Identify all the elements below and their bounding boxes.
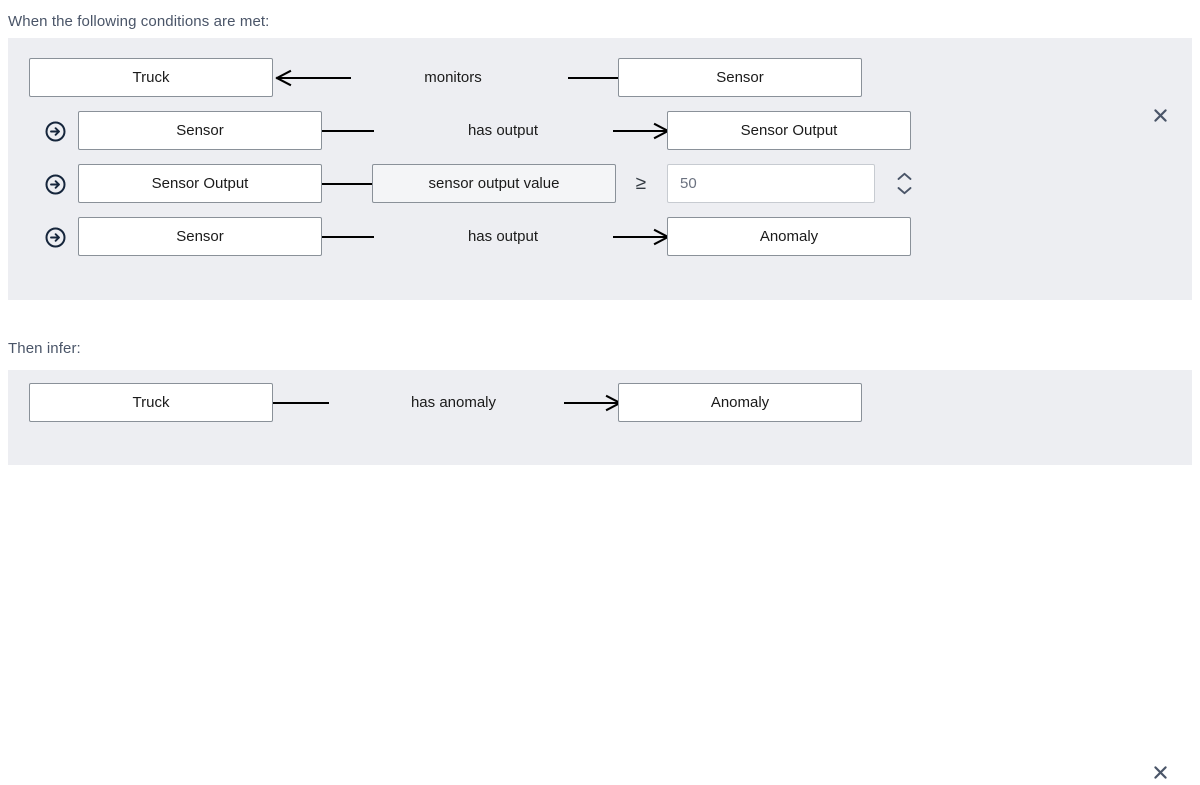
condition-row-3-value-input[interactable] bbox=[667, 164, 875, 203]
condition-row-4-relation-label: has output bbox=[467, 228, 539, 245]
condition-row-4-left-connector bbox=[322, 227, 376, 247]
rule-editor-page: When the following conditions are met: T… bbox=[8, 13, 1192, 779]
conditions-panel: Truck monitors Sensor Sensor bbox=[8, 38, 1192, 300]
condition-row-3-connector bbox=[322, 174, 376, 194]
condition-row-3-value-stepper[interactable] bbox=[893, 164, 915, 203]
condition-row-4-object-node[interactable]: Anomaly bbox=[667, 217, 911, 256]
conditions-section-label: When the following conditions are met: bbox=[8, 13, 270, 30]
condition-row-4-subject-node[interactable]: Sensor bbox=[78, 217, 322, 256]
condition-row-1-right-connector bbox=[568, 68, 620, 88]
inference-row-1-left-connector bbox=[273, 393, 331, 413]
close-icon[interactable] bbox=[1147, 102, 1173, 128]
inference-row-1-right-connector bbox=[564, 393, 622, 413]
condition-row-3-bullet-circle-arrow-right-icon bbox=[44, 173, 66, 195]
close-icon[interactable] bbox=[1147, 759, 1173, 785]
condition-row-3-operator[interactable]: ≥ bbox=[635, 172, 647, 194]
inference-section-label: Then infer: bbox=[8, 340, 81, 357]
chevron-up-icon bbox=[897, 172, 911, 180]
inference-panel: Truck has anomaly Anomaly bbox=[8, 370, 1192, 779]
condition-row-2-left-connector bbox=[322, 121, 376, 141]
condition-row-2-bullet-circle-arrow-right-icon bbox=[44, 120, 66, 142]
condition-row-2-relation-label: has output bbox=[467, 122, 539, 139]
condition-row-3-attribute-node[interactable]: sensor output value bbox=[372, 164, 616, 203]
chevron-down-icon bbox=[897, 187, 911, 195]
inference-row-1-relation-label: has anomaly bbox=[410, 394, 497, 411]
condition-row-4-bullet-circle-arrow-right-icon bbox=[44, 226, 66, 248]
condition-row-1-relation-label: monitors bbox=[424, 69, 482, 86]
condition-row-2-subject-node[interactable]: Sensor bbox=[78, 111, 322, 150]
inference-row-1-object-node[interactable]: Anomaly bbox=[618, 383, 862, 422]
condition-row-2-object-node[interactable]: Sensor Output bbox=[667, 111, 911, 150]
condition-row-3-subject-node[interactable]: Sensor Output bbox=[78, 164, 322, 203]
condition-row-1-object-node[interactable]: Sensor bbox=[618, 58, 862, 97]
condition-row-1-subject-node[interactable]: Truck bbox=[29, 58, 273, 97]
inference-row-1-subject-node[interactable]: Truck bbox=[29, 383, 273, 422]
condition-row-1-left-connector bbox=[273, 68, 353, 88]
condition-row-2-right-connector bbox=[613, 121, 671, 141]
condition-row-4-right-connector bbox=[613, 227, 671, 247]
